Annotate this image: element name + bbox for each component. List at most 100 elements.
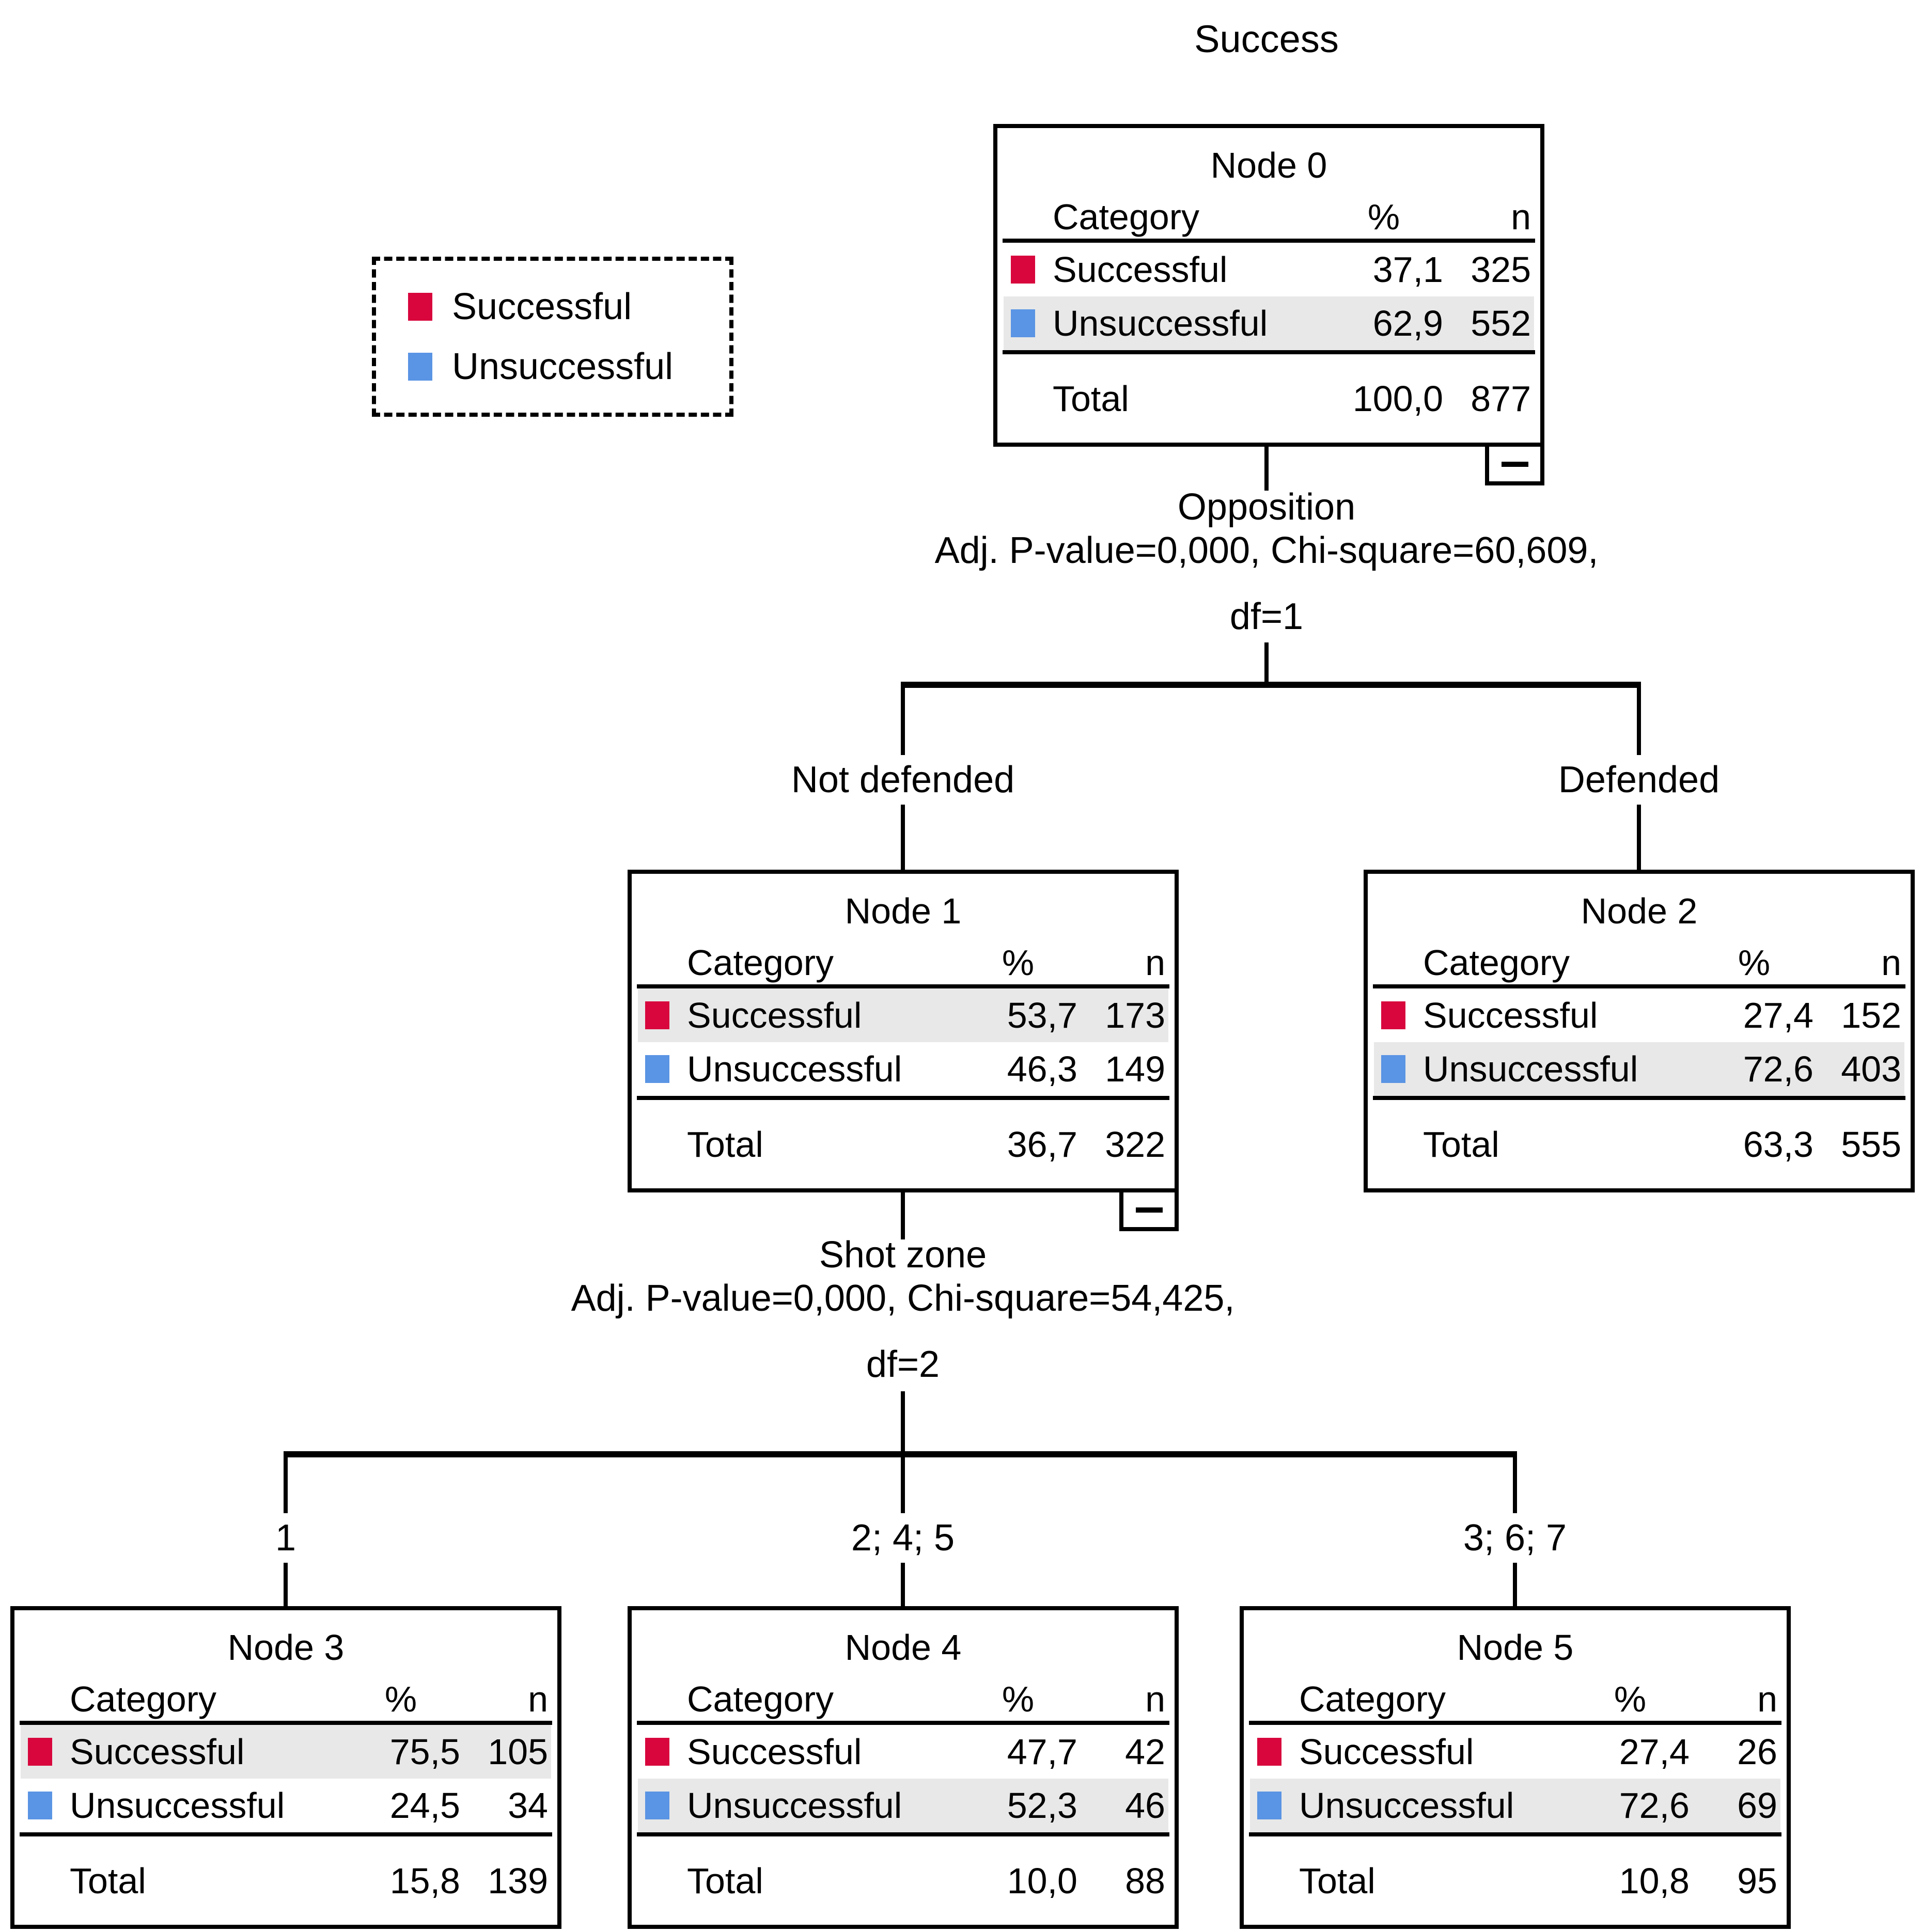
connector-branch-bar-level2 — [284, 1451, 1517, 1457]
total-percent: 10,8 — [1619, 1860, 1690, 1901]
connector-stub-node0-down — [1264, 447, 1269, 491]
table-rule-top — [637, 1721, 1169, 1725]
total-label: Total — [70, 1860, 146, 1901]
column-header-category: Category — [1053, 197, 1200, 237]
category-row-unsuccessful: Unsuccessful 24,5 34 — [21, 1779, 551, 1832]
table-rule-top — [1003, 239, 1535, 243]
table-rule-bottom — [1003, 350, 1535, 354]
connector-branch-bar-level1 — [901, 682, 1641, 688]
unsuccessful-swatch-icon — [645, 1792, 669, 1819]
category-percent: 24,5 — [389, 1785, 460, 1826]
column-header-category: Category — [687, 943, 834, 983]
column-header-n: n — [1145, 943, 1165, 983]
category-count: 403 — [1841, 1049, 1901, 1089]
column-header-percent: % — [1614, 1679, 1647, 1719]
total-count: 88 — [1125, 1860, 1165, 1901]
total-count: 322 — [1105, 1124, 1165, 1165]
column-header-n: n — [1881, 943, 1901, 983]
tree-title: Success — [1194, 18, 1339, 60]
minus-icon — [1501, 461, 1528, 467]
total-row: Total 10,8 95 — [1250, 1836, 1780, 1925]
total-row: Total 100,0 877 — [1004, 354, 1534, 443]
category-count: 34 — [508, 1785, 548, 1826]
node-table-header: Category % n — [1374, 941, 1904, 984]
branch-label-node-5: 3; 6; 7 — [1455, 1513, 1575, 1563]
column-header-n: n — [1757, 1679, 1777, 1719]
split-annotation-opposition: Opposition Adj. P-value=0,000, Chi-squar… — [802, 485, 1731, 638]
table-rule-bottom — [1373, 1096, 1905, 1100]
legend-label: Unsuccessful — [452, 346, 674, 387]
category-row-successful: Successful 37,1 325 — [1004, 243, 1534, 296]
category-percent: 62,9 — [1372, 303, 1443, 343]
tree-node-5: Node 5 Category % n Successful 27,4 26 U… — [1240, 1606, 1791, 1929]
total-row: Total 36,7 322 — [638, 1100, 1168, 1188]
column-header-n: n — [1511, 197, 1531, 237]
successful-swatch-icon — [28, 1738, 52, 1766]
successful-swatch-icon — [645, 1738, 669, 1766]
total-count: 877 — [1471, 378, 1531, 419]
table-rule-top — [20, 1721, 552, 1725]
tree-node-4: Node 4 Category % n Successful 47,7 42 U… — [628, 1606, 1179, 1929]
node-title: Node 3 — [227, 1627, 345, 1668]
total-label: Total — [1423, 1124, 1499, 1165]
column-header-category: Category — [687, 1679, 834, 1719]
category-percent: 37,1 — [1372, 249, 1443, 290]
collapse-node-toggle[interactable] — [1485, 443, 1544, 485]
total-count: 555 — [1841, 1124, 1901, 1165]
table-rule-top — [637, 984, 1169, 988]
tree-node-3: Node 3 Category % n Successful 75,5 105 … — [10, 1606, 561, 1929]
column-header-percent: % — [1002, 943, 1035, 983]
legend: Successful Unsuccessful — [372, 257, 733, 417]
category-row-unsuccessful: Unsuccessful 72,6 69 — [1250, 1779, 1780, 1832]
tree-node-2: Node 2 Category % n Successful 27,4 152 … — [1364, 870, 1915, 1192]
total-percent: 15,8 — [389, 1860, 460, 1901]
category-count: 149 — [1105, 1049, 1165, 1089]
category-row-unsuccessful: Unsuccessful 62,9 552 — [1004, 296, 1534, 350]
table-rule-top — [1249, 1721, 1781, 1725]
column-header-percent: % — [1002, 1679, 1035, 1719]
branch-label-node-3: 1 — [267, 1513, 305, 1563]
successful-swatch-icon — [408, 293, 432, 321]
total-percent: 63,3 — [1743, 1124, 1813, 1165]
category-row-successful: Successful 53,7 173 — [638, 988, 1168, 1042]
category-row-unsuccessful: Unsuccessful 52,3 46 — [638, 1779, 1168, 1832]
total-count: 95 — [1737, 1860, 1777, 1901]
unsuccessful-swatch-icon — [28, 1792, 52, 1819]
category-count: 552 — [1471, 303, 1531, 343]
tree-node-1: Node 1 Category % n Successful 53,7 173 … — [628, 870, 1179, 1231]
category-count: 325 — [1471, 249, 1531, 290]
branch-label-node-4: 2; 4; 5 — [842, 1513, 963, 1563]
category-label: Unsuccessful — [70, 1785, 285, 1826]
category-label: Successful — [1053, 249, 1228, 290]
successful-swatch-icon — [645, 1001, 669, 1029]
category-row-successful: Successful 27,4 152 — [1374, 988, 1904, 1042]
legend-item-successful: Successful — [408, 286, 729, 328]
table-rule-top — [1373, 984, 1905, 988]
category-label: Unsuccessful — [687, 1049, 902, 1089]
node-title: Node 2 — [1581, 891, 1698, 931]
total-row: Total 63,3 555 — [1374, 1100, 1904, 1188]
column-header-category: Category — [1299, 1679, 1446, 1719]
total-percent: 36,7 — [1007, 1124, 1077, 1165]
connector-stub-split2-down — [901, 1391, 905, 1452]
branch-label-node-2: Defended — [1550, 755, 1728, 805]
category-percent: 75,5 — [389, 1732, 460, 1772]
category-percent: 47,7 — [1007, 1732, 1077, 1772]
category-percent: 27,4 — [1743, 995, 1813, 1035]
table-rule-bottom — [637, 1096, 1169, 1100]
node-table-header: Category % n — [638, 1677, 1168, 1721]
table-rule-bottom — [20, 1832, 552, 1836]
node-title: Node 1 — [845, 891, 962, 931]
unsuccessful-swatch-icon — [1257, 1792, 1281, 1819]
category-label: Successful — [1299, 1732, 1474, 1772]
collapse-node-toggle[interactable] — [1119, 1188, 1179, 1231]
category-label: Successful — [1423, 995, 1598, 1035]
split-statistics: Adj. P-value=0,000, Chi-square=54,425, — [571, 1278, 1235, 1319]
table-rule-bottom — [1249, 1832, 1781, 1836]
category-label: Unsuccessful — [687, 1785, 902, 1826]
branch-label-node-1: Not defended — [783, 755, 1023, 805]
category-percent: 27,4 — [1619, 1732, 1690, 1772]
category-label: Successful — [687, 1732, 862, 1772]
split-degrees-of-freedom: df=1 — [1229, 596, 1304, 637]
